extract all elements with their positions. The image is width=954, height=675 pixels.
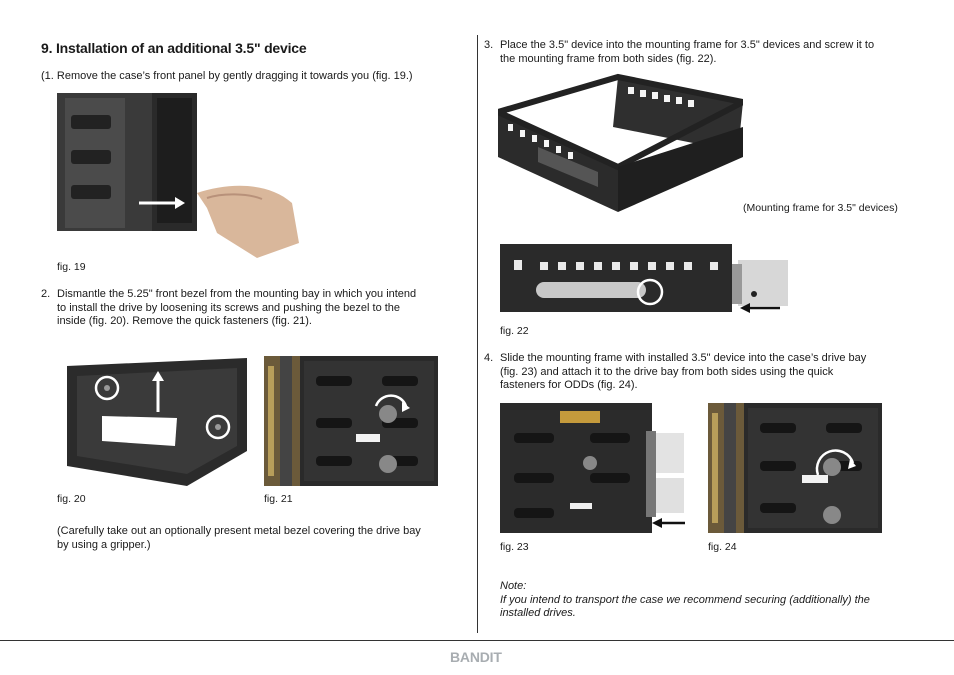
step-4: 4. Slide the mounting frame with install… [484,352,924,393]
footer-rule [0,640,954,641]
fig-20-caption: fig. 20 [57,493,86,505]
step-3-number: 3. [484,39,494,51]
section-heading: 9. Installation of an additional 3.5" de… [41,40,307,56]
step-2-line-3: inside (fig. 20). Remove the quick faste… [57,315,312,327]
mounting-frame-caption: (Mounting frame for 3.5" devices) [743,202,898,214]
fig-23-caption: fig. 23 [500,541,529,553]
mounting-frame-image [498,72,743,217]
step-2-line-2: to install the drive by loosening its sc… [57,301,401,314]
brand-footer: BANDIT [450,649,502,665]
fig-19-image [57,93,299,258]
fig-20-image [57,356,247,486]
step-2-line-1: Dismantle the 5.25" front bezel from the… [57,288,417,300]
fig-21-image [264,356,438,486]
step-4-number: 4. [484,352,494,364]
fig-22-caption: fig. 22 [500,325,529,337]
step-3-line-2: the mounting frame from both sides (fig.… [500,52,717,65]
transport-note: Note: If you intend to transport the cas… [500,580,920,621]
gripper-note-line-1: (Carefully take out an optionally presen… [57,525,421,537]
step-4-line-2: (fig. 23) and attach it to the drive bay… [500,365,834,378]
step-4-line-3: fasteners for ODDs (fig. 24). [500,379,638,391]
note-line-2: installed drives. [500,607,576,619]
step-2: 2. Dismantle the 5.25" front bezel from … [41,288,461,329]
column-divider [477,35,478,633]
note-title: Note: [500,580,527,592]
fig-19-caption: fig. 19 [57,261,86,273]
step-1-text: (1. Remove the case’s front panel by gen… [41,70,413,82]
step-3-line-1: Place the 3.5" device into the mounting … [500,39,875,51]
step-4-line-1: Slide the mounting frame with installed … [500,352,867,364]
fig-23-image [500,403,685,533]
step-2-number: 2. [41,288,51,300]
fig-24-image [708,403,882,533]
gripper-note: (Carefully take out an optionally presen… [57,525,472,552]
fig-22-image [500,244,790,316]
step-3: 3. Place the 3.5" device into the mounti… [484,39,924,66]
note-line-1: If you intend to transport the case we r… [500,593,870,606]
fig-24-caption: fig. 24 [708,541,737,553]
gripper-note-line-2: by using a gripper.) [57,538,151,551]
fig-21-caption: fig. 21 [264,493,293,505]
